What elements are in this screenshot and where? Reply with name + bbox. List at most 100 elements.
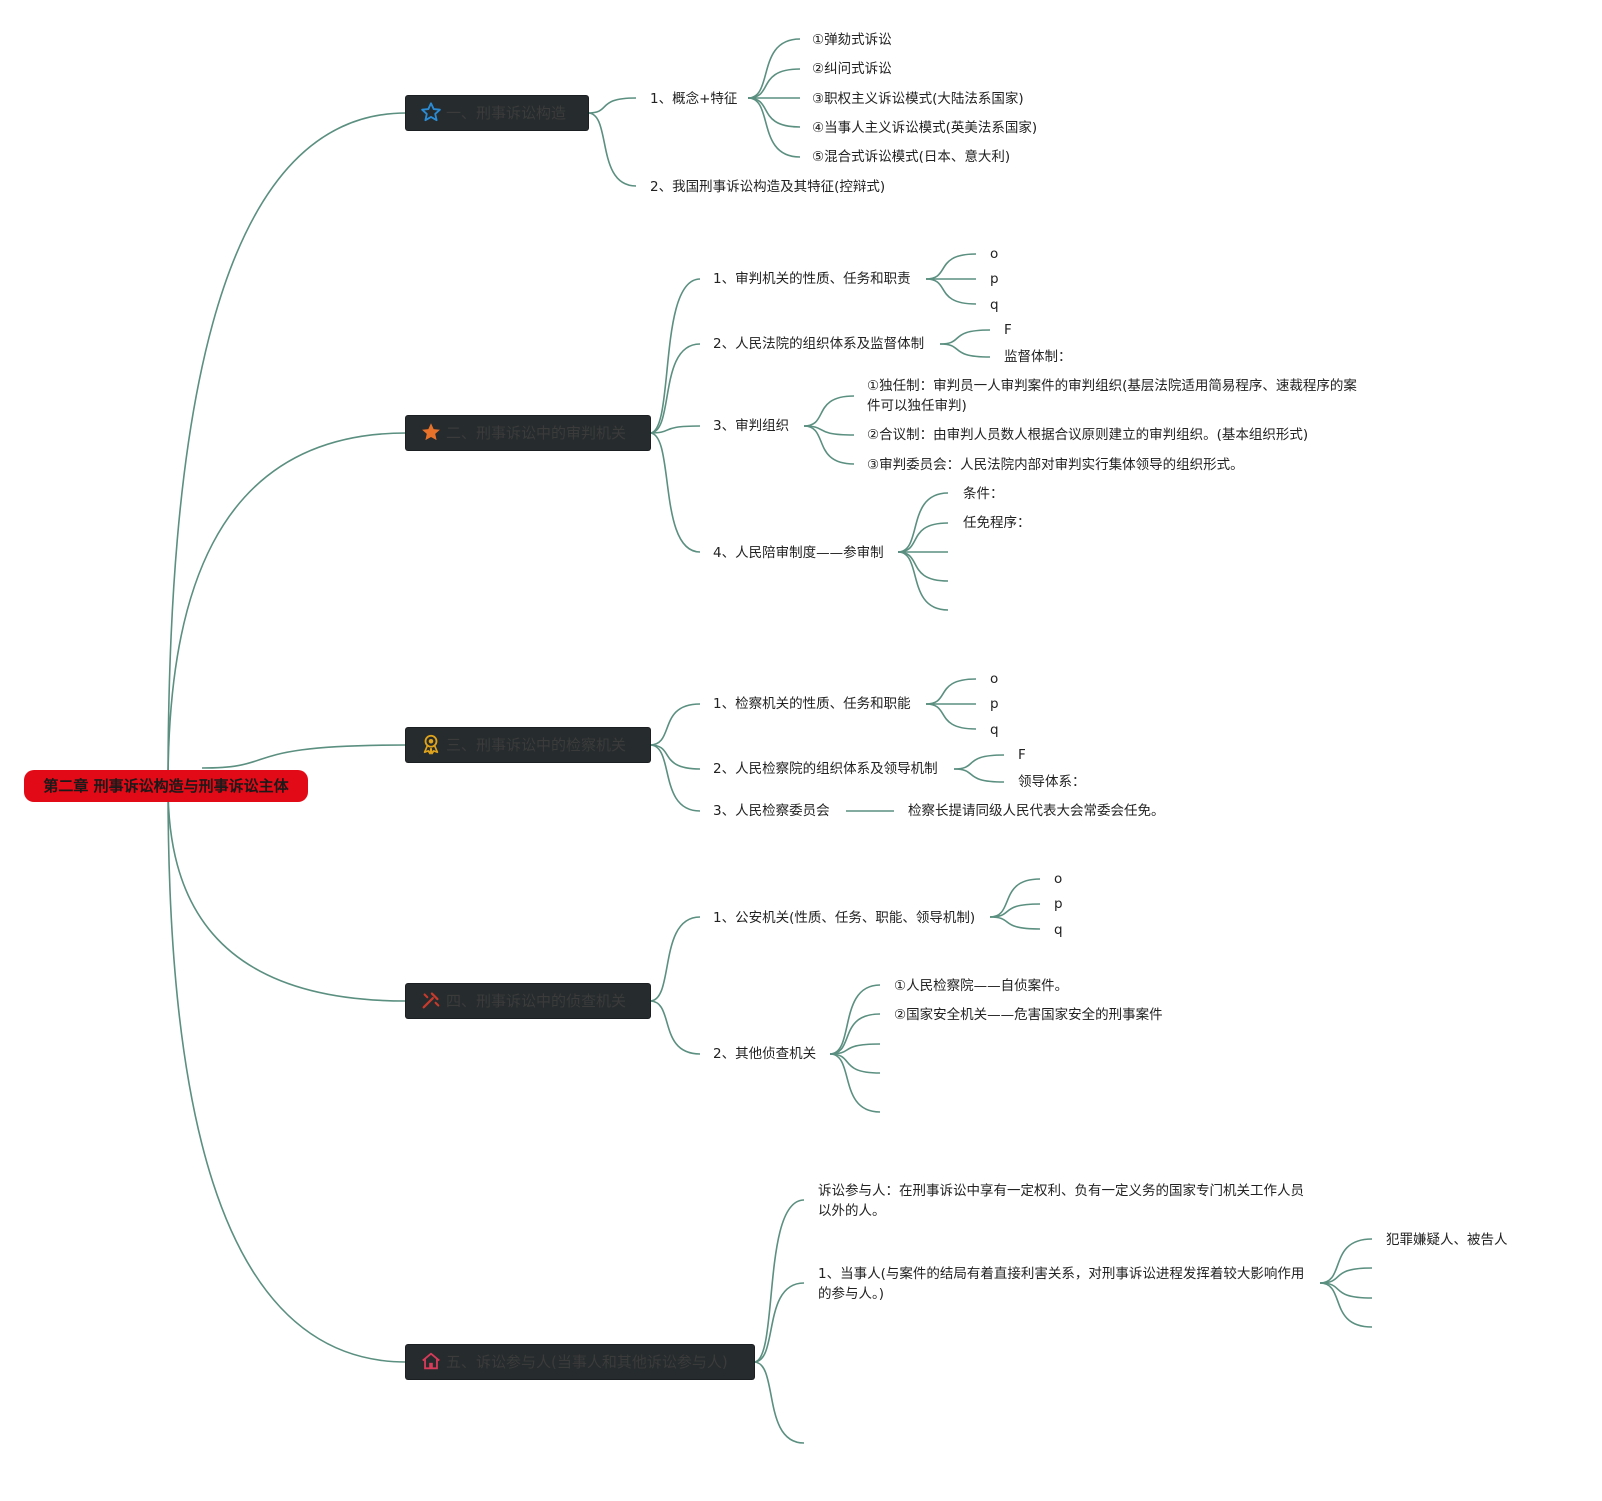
leaf-1-1-1[interactable]: ①弹劾式诉讼 — [812, 32, 892, 48]
topic-4[interactable]: 四、刑事诉讼中的侦查机关 — [406, 984, 650, 1018]
connector-t3-sub2-leaf2 — [953, 768, 1005, 783]
connector-t2-sub4 — [649, 432, 701, 553]
connector-t2-sub4-leaf5 — [897, 551, 949, 611]
leaf-4-1-2[interactable]: p — [1054, 896, 1063, 912]
subtopic-2-4[interactable]: 4、人民陪审制度——参审制 — [713, 545, 884, 561]
connector-t4-sub2-leaf3 — [829, 1043, 881, 1055]
topic-3[interactable]: 三、刑事诉讼中的检察机关 — [406, 728, 650, 762]
leaf-1-1-5[interactable]: ⑤混合式诉讼模式(日本、意大利) — [812, 149, 1011, 165]
leaf-3-2-1[interactable]: F — [1018, 747, 1026, 763]
subtopic-5-2[interactable]: 1、当事人(与案件的结局有着直接利害关系，对刑事诉讼进程发挥着较大影响作用的参与… — [818, 1266, 1305, 1302]
subtopic-4-2[interactable]: 2、其他侦查机关 — [713, 1046, 817, 1062]
connector-root-topic-3 — [201, 744, 407, 769]
leaf-5-2-1[interactable]: 犯罪嫌疑人、被告人 — [1386, 1232, 1508, 1248]
leaf-2-3-3[interactable]: ③审判委员会：人民法院内部对审判实行集体领导的组织形式。 — [867, 457, 1244, 473]
star-outline-icon — [420, 101, 442, 123]
connector-t5-sub3 — [753, 1361, 805, 1444]
leaf-2-2-1[interactable]: F — [1004, 322, 1012, 338]
home-icon — [420, 1350, 442, 1372]
leaf-3-3-1[interactable]: 检察长提请同级人民代表大会常委会任免。 — [908, 803, 1165, 819]
connector-t3-sub1-leaf3 — [925, 703, 977, 730]
connector-root-topic-5 — [167, 785, 407, 1363]
connector-root-topic-2 — [167, 432, 407, 787]
leaf-2-4-2[interactable]: 任免程序： — [963, 515, 1031, 531]
connector-t4-sub2 — [649, 1000, 701, 1055]
connector-t4-sub2-leaf1 — [829, 984, 881, 1055]
leaf-1-1-2[interactable]: ②纠问式诉讼 — [812, 61, 892, 77]
connector-t3-sub3 — [649, 744, 701, 812]
leaf-2-3-2[interactable]: ②合议制：由审判人员数人根据合议原则建立的审判组织。(基本组织形式) — [867, 427, 1309, 443]
topic-3-label: 三、刑事诉讼中的检察机关 — [446, 736, 627, 754]
connector-root-topic-4 — [167, 785, 407, 1002]
subtopic-1-1[interactable]: 1、概念+特征 — [650, 91, 738, 107]
leaf-1-1-4[interactable]: ④当事人主义诉讼模式(英美法系国家) — [812, 120, 1038, 136]
subtopic-3-1[interactable]: 1、检察机关的性质、任务和职能 — [713, 696, 911, 712]
subtopic-2-3[interactable]: 3、审判组织 — [713, 418, 790, 434]
subtopic-4-1[interactable]: 1、公安机关(性质、任务、职能、领导机制) — [713, 910, 976, 926]
leaf-4-1-3[interactable]: q — [1054, 922, 1063, 938]
leaf-3-1-3[interactable]: q — [990, 722, 999, 738]
leaf-4-2-2[interactable]: ②国家安全机关——危害国家安全的刑事案件 — [894, 1007, 1163, 1023]
subtopic-2-1[interactable]: 1、审判机关的性质、任务和职责 — [713, 271, 911, 287]
connector-t2-sub4-leaf4 — [897, 551, 949, 582]
leaf-3-1-2[interactable]: p — [990, 696, 999, 712]
connector-t1-sub1-leaf4 — [747, 97, 801, 128]
topic-4-label: 四、刑事诉讼中的侦查机关 — [446, 992, 627, 1010]
connector-t3-sub1-leaf1 — [925, 678, 977, 705]
connector-t3-sub1 — [649, 703, 701, 746]
connector-t1-sub1 — [587, 97, 637, 114]
leaf-2-3-1[interactable]: ①独任制：审判员一人审判案件的审判组织(基层法院适用简易程序、速裁程序的案件可以… — [867, 378, 1357, 414]
connector-t4-sub2-leaf5 — [829, 1053, 881, 1113]
leaf-3-1-1[interactable]: o — [990, 671, 999, 687]
connector-root-topic-1 — [167, 112, 407, 787]
connector-t2-sub3-leaf1 — [803, 395, 855, 427]
connector-t3-sub2-leaf1 — [953, 754, 1005, 770]
root-topic[interactable]: 第二章 刑事诉讼构造与刑事诉讼主体 — [24, 770, 308, 802]
subtopic-3-3[interactable]: 3、人民检察委员会 — [713, 803, 830, 819]
topic-1[interactable]: 一、刑事诉讼构造 — [406, 96, 588, 130]
connector-t1-sub2 — [587, 112, 637, 187]
leaf-2-4-1[interactable]: 条件： — [963, 486, 1004, 502]
topic-1-label: 一、刑事诉讼构造 — [446, 104, 567, 122]
connector-t2-sub1 — [649, 278, 701, 434]
leaf-3-2-2[interactable]: 领导体系： — [1018, 774, 1086, 790]
connector-t4-sub1-leaf3 — [989, 916, 1041, 930]
connector-t2-sub1-leaf1 — [925, 253, 977, 280]
connector-t1-sub1-leaf1 — [747, 38, 801, 99]
connector-t3-sub2 — [649, 744, 701, 770]
topic-5-label: 五、诉讼参与人(当事人和其他诉讼参与人) — [446, 1353, 728, 1371]
leaf-4-2-1[interactable]: ①人民检察院——自侦案件。 — [894, 978, 1069, 994]
award-icon — [420, 733, 442, 755]
subtopic-2-2[interactable]: 2、人民法院的组织体系及监督体制 — [713, 336, 925, 352]
leaf-1-1-3[interactable]: ③职权主义诉讼模式(大陆法系国家) — [812, 91, 1024, 107]
subtopic-3-2[interactable]: 2、人民检察院的组织体系及领导机制 — [713, 761, 938, 777]
connector-t2-sub3-leaf3 — [803, 425, 855, 465]
connector-t1-sub1-leaf5 — [747, 97, 801, 158]
topic-2-label: 二、刑事诉讼中的审判机关 — [446, 424, 627, 442]
topic-2[interactable]: 二、刑事诉讼中的审判机关 — [406, 416, 650, 450]
connector-t2-sub2-leaf1 — [939, 329, 991, 345]
topic-5[interactable]: 五、诉讼参与人(当事人和其他诉讼参与人) — [406, 1345, 754, 1379]
leaf-2-1-3[interactable]: q — [990, 297, 999, 313]
leaf-2-1-1[interactable]: o — [990, 246, 999, 262]
connector-t5-sub2-leaf1 — [1319, 1238, 1373, 1284]
leaf-2-1-2[interactable]: p — [990, 271, 999, 287]
tools-icon — [420, 989, 442, 1011]
connector-t1-sub1-leaf2 — [747, 68, 801, 99]
connector-t5-sub2-leaf4 — [1319, 1282, 1373, 1328]
connector-t2-sub2-leaf2 — [939, 343, 991, 358]
connector-t5-sub2-leaf2 — [1319, 1267, 1373, 1284]
subtopic-1-2[interactable]: 2、我国刑事诉讼构造及其特征(控辩式) — [650, 179, 886, 195]
connector-t2-sub4-leaf2 — [897, 522, 949, 553]
subtopic-5-1[interactable]: 诉讼参与人：在刑事诉讼中享有一定权利、负有一定义务的国家专门机关工作人员以外的人… — [818, 1183, 1304, 1219]
star-filled-icon — [420, 421, 442, 443]
connector-t2-sub2 — [649, 343, 701, 434]
connector-t4-sub1 — [649, 916, 701, 1002]
leaf-4-1-1[interactable]: o — [1054, 871, 1063, 887]
connector-t4-sub2-leaf2 — [829, 1013, 881, 1055]
connector-t4-sub2-leaf4 — [829, 1053, 881, 1074]
leaf-2-2-2[interactable]: 监督体制： — [1004, 349, 1072, 365]
connector-t2-sub3 — [649, 425, 701, 434]
